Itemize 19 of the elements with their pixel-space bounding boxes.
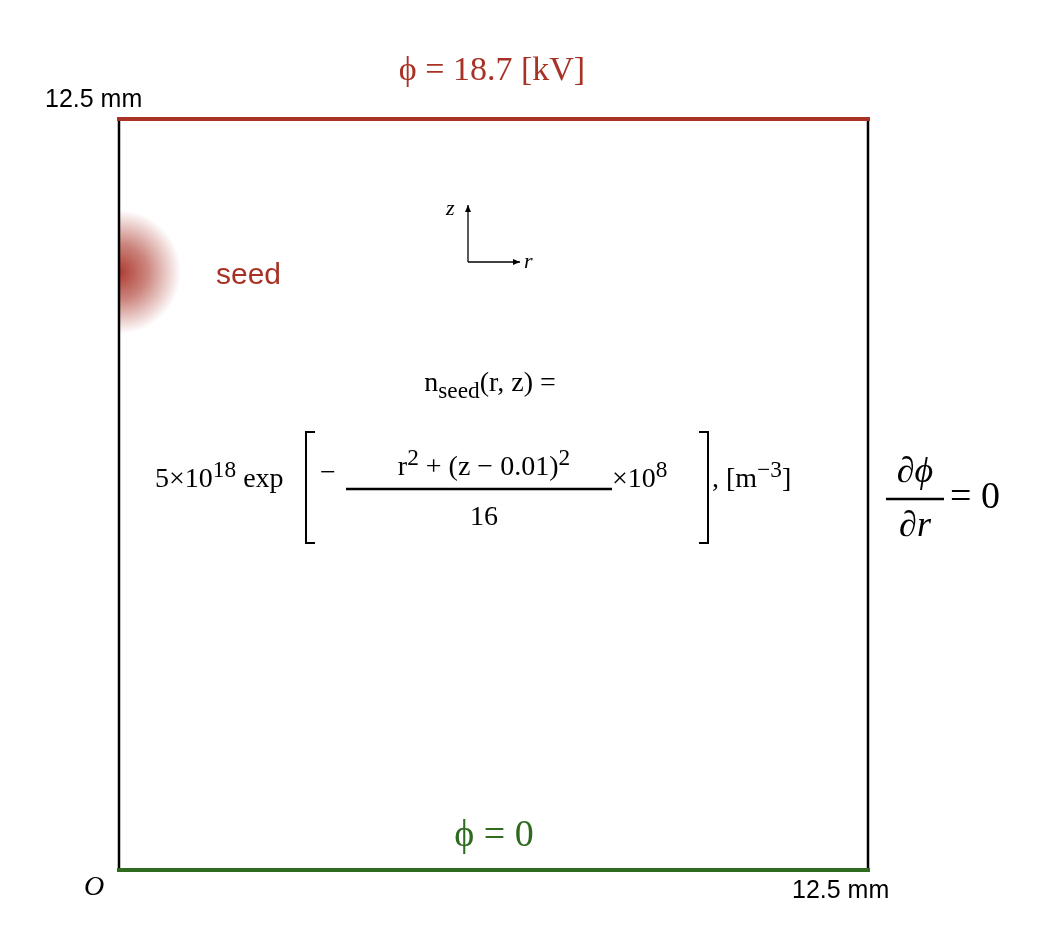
formula-text: − xyxy=(320,458,336,486)
formula-text: ×10$^{8}$ xyxy=(612,458,668,493)
formula-text: 5×10$^{18}$ exp xyxy=(155,458,284,493)
seed-label: seed xyxy=(216,259,282,289)
formula-text: , [m$^{−3}$] xyxy=(712,458,792,493)
formula-text: ∂ϕ xyxy=(896,452,934,488)
dimension-label: 12.5 mm xyxy=(45,86,143,111)
formula-text: ∂r xyxy=(899,506,931,542)
formula-text: r$^{2}$ + (z − 0.01)$^{2}$ xyxy=(397,446,571,481)
formula-text: n$_{seed}$(r, z) = xyxy=(424,368,556,402)
origin-label: O xyxy=(84,872,105,900)
axis-label: z xyxy=(446,197,455,219)
axis-label: r xyxy=(524,250,533,272)
boundary-potential-label: ϕ = 0 xyxy=(454,814,534,852)
dimension-label: 12.5 mm xyxy=(792,877,890,902)
formula-text: 16 xyxy=(470,502,498,530)
boundary-potential-label: ϕ = 18.7 [kV] xyxy=(398,52,586,86)
formula-text: = 0 xyxy=(950,476,1000,514)
seed-blob xyxy=(119,210,181,334)
